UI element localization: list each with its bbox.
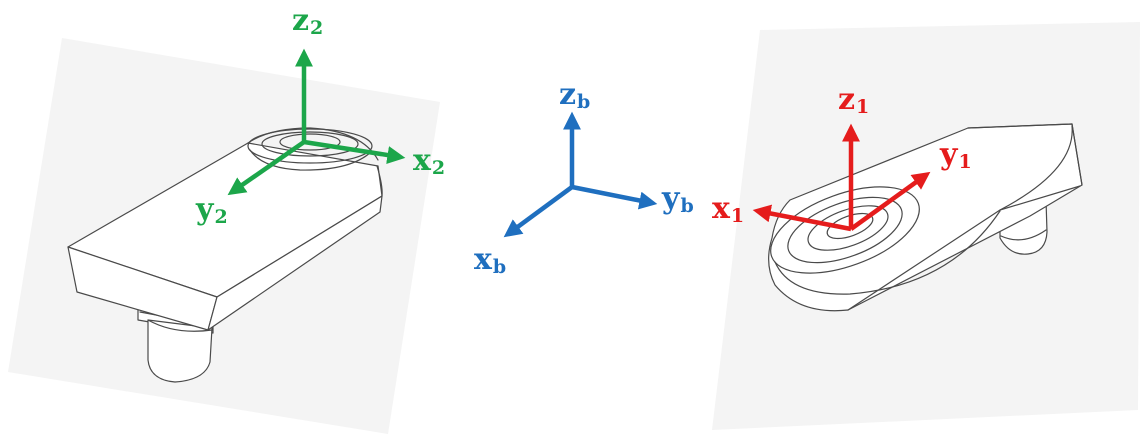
right-part-boss	[770, 186, 920, 274]
frame-b-axes	[503, 111, 658, 238]
left-part-block	[67, 127, 383, 331]
right-part-block	[768, 123, 1083, 312]
frame-2-z-label: z2	[292, 3, 324, 39]
frame-1-axes	[752, 123, 931, 232]
frame-2-x-axis	[303, 139, 406, 164]
frame-1-z-label: z1	[838, 82, 870, 118]
frame-b-x-axis	[503, 185, 574, 238]
frame-1-x-axis	[752, 204, 852, 232]
frame-2-x-label: x2	[413, 143, 446, 179]
left-part-drawing	[8, 38, 440, 434]
frame-b-y-axis	[571, 184, 658, 210]
frame-1-y-label: y1	[940, 137, 972, 173]
right-part-drawing	[712, 22, 1140, 430]
frame-b-z-label: zb	[559, 77, 591, 113]
frame-2-y-label: y2	[196, 192, 228, 228]
frame-b-y-label: yb	[662, 181, 694, 217]
frame-2-axes	[227, 48, 406, 196]
frame-b-x-label: xb	[474, 242, 507, 278]
left-part-boss	[247, 128, 373, 171]
frame-1-x-label: x1	[712, 191, 745, 227]
frame-2-y-axis	[227, 140, 306, 196]
frame-1-y-axis	[849, 171, 931, 231]
